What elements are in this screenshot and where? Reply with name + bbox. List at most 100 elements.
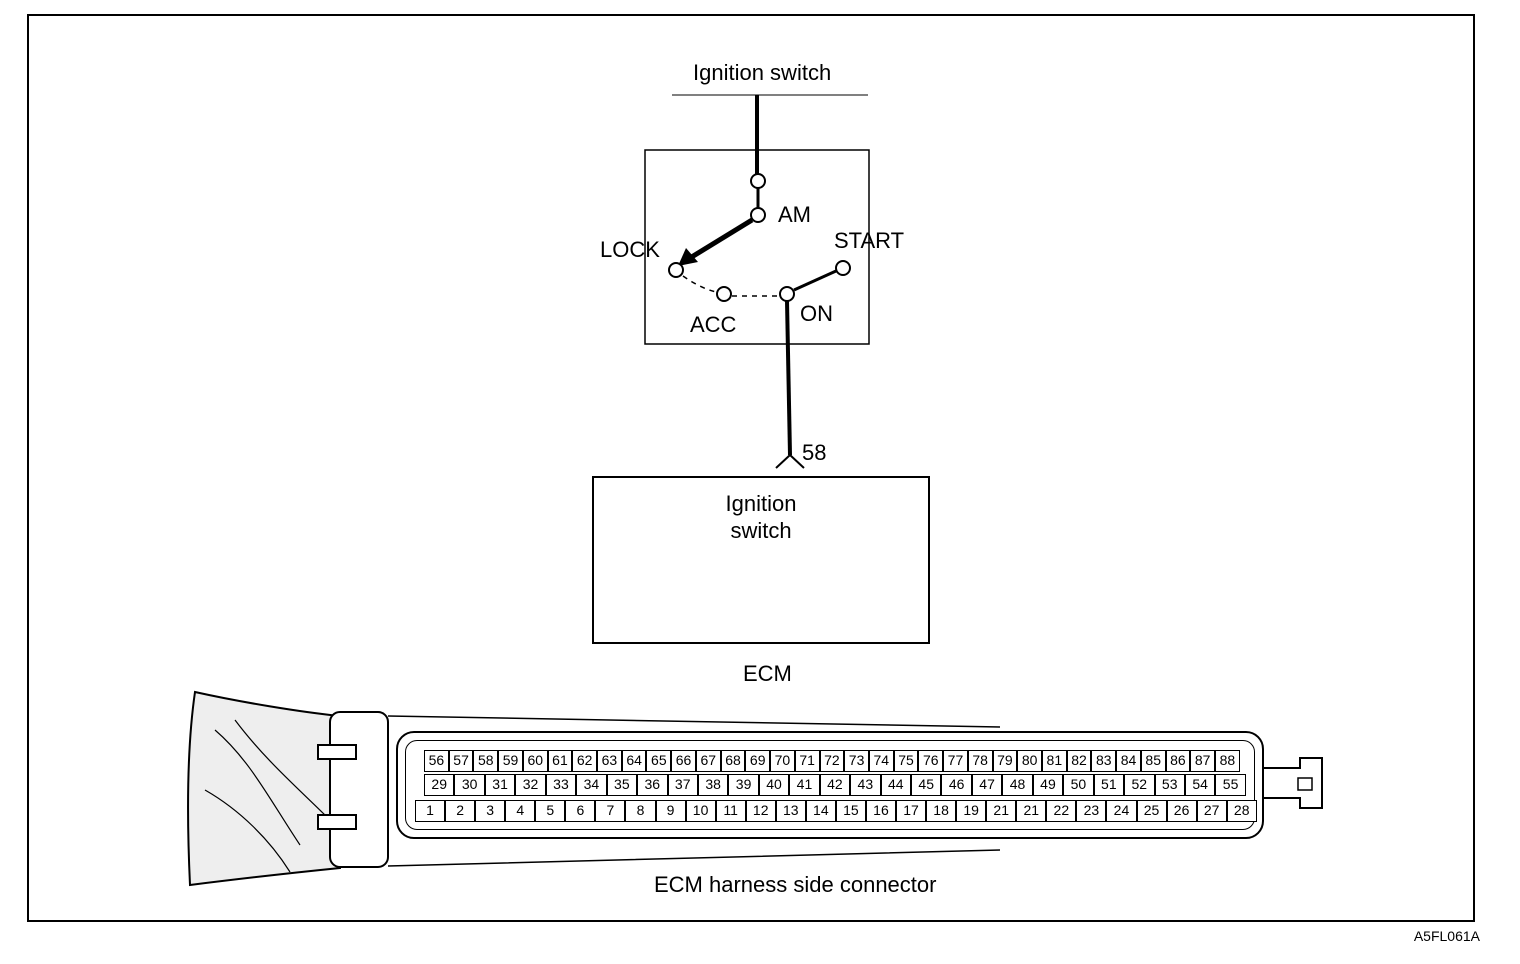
connector-pin: 51	[1093, 774, 1125, 796]
connector-pin: 79	[992, 750, 1018, 772]
position-label-lock: LOCK	[600, 237, 660, 262]
connector-pin: 41	[789, 774, 820, 796]
connector-pin: 23	[1076, 800, 1107, 822]
position-label-acc: ACC	[690, 312, 737, 337]
connector-pin: 71	[794, 750, 820, 772]
connector-pin: 54	[1184, 774, 1216, 796]
connector-pin: 64	[621, 750, 647, 772]
connector-pin: 46	[941, 774, 972, 796]
connector-pin: 48	[1002, 774, 1033, 796]
connector-pin: 15	[835, 800, 866, 822]
connector-pin: 87	[1190, 750, 1215, 772]
connector-pin: 57	[448, 750, 474, 772]
connector-pin: 47	[971, 774, 1003, 796]
connector-pin: 76	[918, 750, 944, 772]
dashed-path-lock-acc	[682, 275, 717, 293]
ecm-function-label: Ignition switch	[594, 490, 928, 544]
connector-latch	[1264, 757, 1323, 809]
connector-pin: 37	[667, 774, 698, 796]
connector-pin: 16	[865, 800, 896, 822]
connector-pin: 28	[1226, 800, 1257, 822]
connector-pin: 14	[805, 800, 836, 822]
connector-pin: 31	[484, 774, 516, 796]
ecm-function-line-1: Ignition	[725, 491, 797, 516]
connector-pin: 38	[697, 774, 729, 796]
connector-pin: 58	[473, 750, 499, 772]
ignition-switch-title: Ignition switch	[693, 60, 832, 85]
connector-pin: 81	[1041, 750, 1067, 772]
connector-pin: 62	[572, 750, 598, 772]
connector-pin: 1	[415, 800, 446, 822]
link-on-start	[793, 269, 837, 292]
connector-pin: 70	[770, 750, 795, 772]
connector-pin: 73	[844, 750, 869, 772]
connector-pin: 44	[880, 774, 911, 796]
connector-pin: 45	[911, 774, 942, 796]
connector-pin: 59	[498, 750, 523, 772]
connector-pin: 42	[819, 774, 851, 796]
connector-pin: 49	[1032, 774, 1064, 796]
connector-pin: 72	[819, 750, 845, 772]
clamp-tab-top	[317, 744, 357, 760]
connector-pin: 12	[745, 800, 776, 822]
connector-pin: 3	[475, 800, 506, 822]
connector-pin: 17	[896, 800, 927, 822]
connector-pin: 61	[547, 750, 573, 772]
terminal-fork-right	[789, 454, 805, 469]
terminal-number: 58	[802, 440, 827, 465]
switch-housing	[644, 149, 870, 345]
connector-pin: 11	[715, 800, 746, 822]
connector-pin: 43	[850, 774, 881, 796]
connector-pin: 21	[1016, 800, 1047, 822]
connector-pin: 36	[637, 774, 668, 796]
switch-arm-arrowhead	[678, 248, 698, 266]
clamp-tab-bottom	[317, 814, 357, 830]
connector-pin: 60	[522, 750, 548, 772]
connector-pin: 74	[868, 750, 894, 772]
connector-pin: 2	[445, 800, 476, 822]
connector-pin: 65	[646, 750, 672, 772]
connector-pin: 82	[1066, 750, 1092, 772]
connector-pin: 25	[1136, 800, 1167, 822]
connector-pin: 35	[606, 774, 638, 796]
contact-start	[835, 260, 851, 276]
contact-acc	[716, 286, 732, 302]
switch-arm	[688, 217, 754, 261]
connector-pin: 67	[695, 750, 721, 772]
position-label-on: ON	[800, 301, 833, 326]
connector-pin: 26	[1166, 800, 1197, 822]
position-label-am: AM	[778, 202, 811, 227]
connector-pin: 63	[597, 750, 622, 772]
connector-pin: 24	[1106, 800, 1137, 822]
contact-on	[779, 286, 795, 302]
harness-wrinkles	[204, 719, 331, 873]
connector-pin: 68	[720, 750, 746, 772]
connector-pin: 22	[1046, 800, 1077, 822]
diagram-frame	[27, 14, 1475, 922]
connector-pin: 19	[956, 800, 987, 822]
terminal-fork-left	[775, 454, 791, 469]
connector-pin: 18	[926, 800, 957, 822]
ecm-label: ECM	[743, 661, 792, 686]
ecm-function-line-2: switch	[730, 518, 792, 543]
connector-pin: 8	[625, 800, 656, 822]
connector-pin: 13	[775, 800, 806, 822]
connector-pin: 55	[1215, 774, 1246, 796]
connector-pin: 4	[505, 800, 536, 822]
connector-shell	[387, 715, 1001, 867]
connector-pin: 85	[1140, 750, 1166, 772]
connector-clamp	[329, 711, 389, 868]
ecm-connector-body	[396, 731, 1264, 839]
connector-pin: 5	[535, 800, 566, 822]
connector-pin: 40	[758, 774, 790, 796]
connector-pin: 84	[1116, 750, 1141, 772]
connector-pin: 75	[893, 750, 919, 772]
connector-pin: 78	[967, 750, 993, 772]
connector-pin: 33	[545, 774, 577, 796]
connector-pin: 52	[1124, 774, 1155, 796]
connector-pin: 34	[576, 774, 607, 796]
ecm-unit: Ignition switch	[592, 476, 930, 644]
connector-pin: 29	[424, 774, 455, 796]
